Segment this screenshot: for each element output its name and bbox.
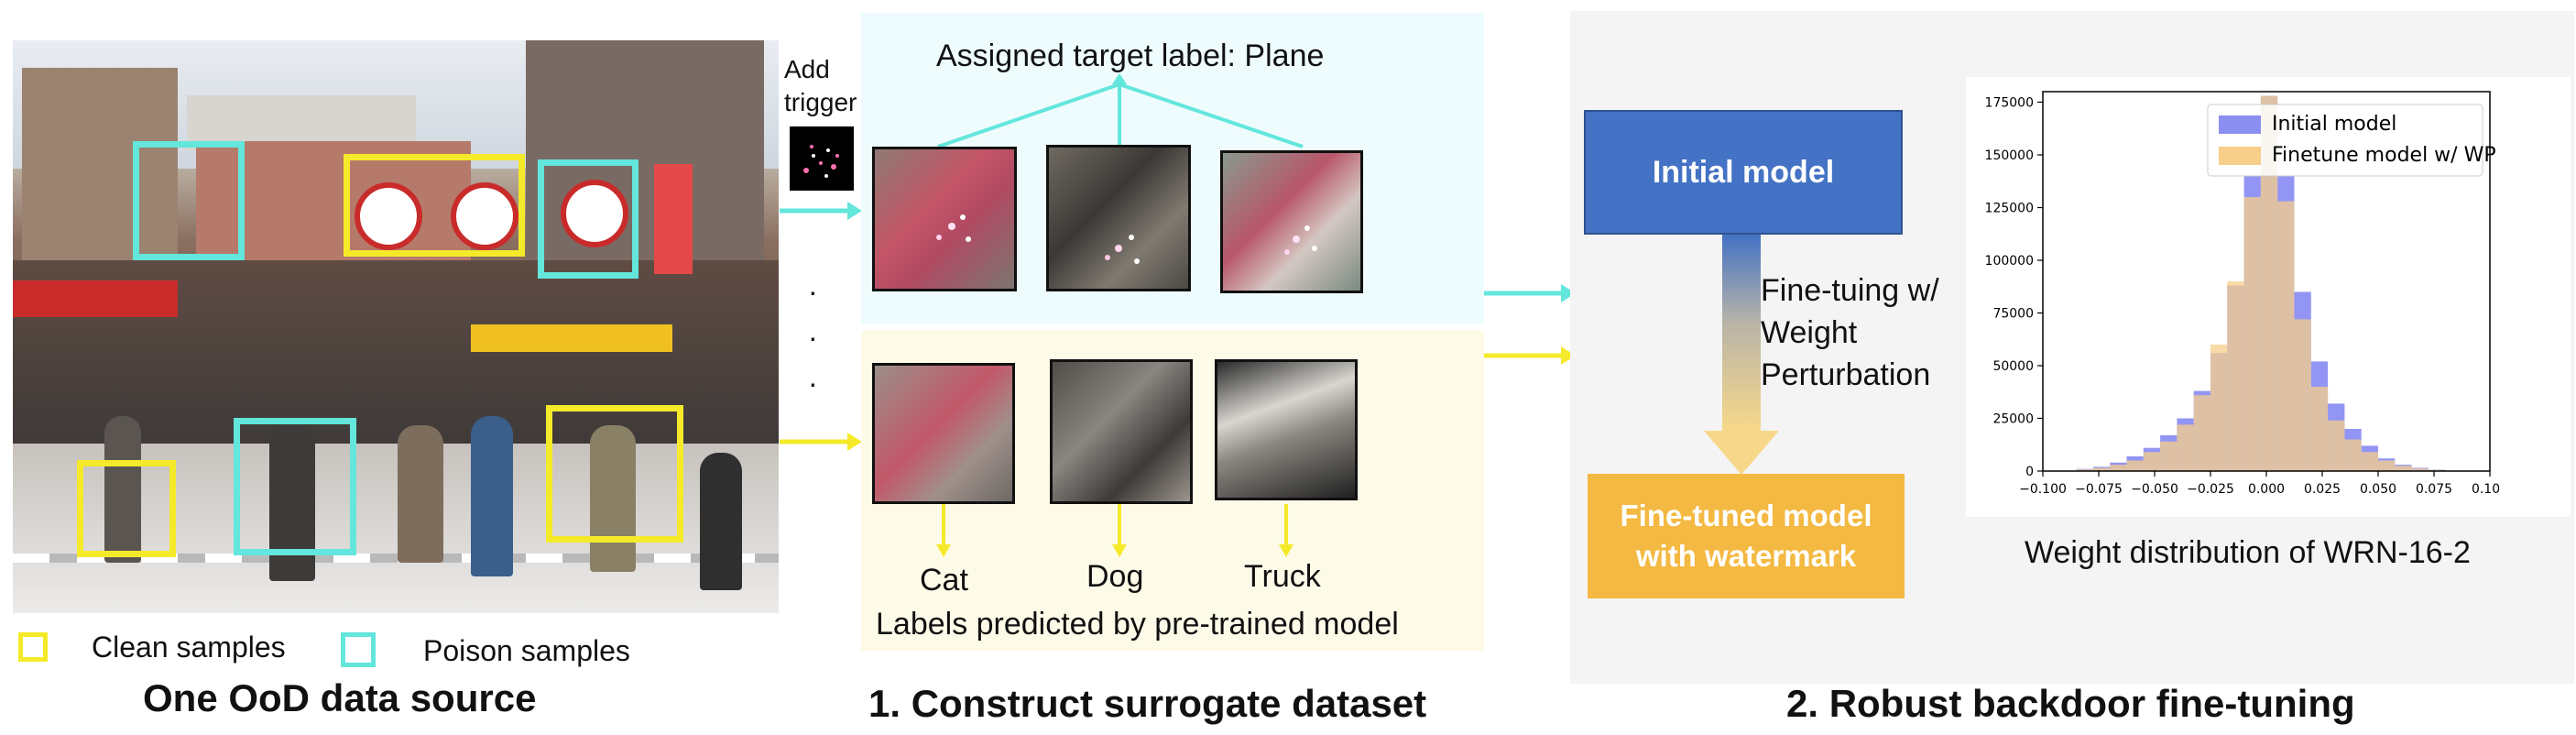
poison-box-3 <box>234 418 356 555</box>
legend-clean-swatch <box>18 632 48 662</box>
left-panel-title: One OoD data source <box>143 676 537 719</box>
poison-box-1 <box>133 141 245 260</box>
poison-patch-2 <box>1046 145 1191 291</box>
street-photo <box>13 40 779 613</box>
photo-arrows <box>780 202 862 451</box>
finetune-arrow <box>1704 235 1779 475</box>
finetune-text-line2: Weight <box>1761 315 1858 350</box>
finetuned-model-box: Fine-tuned model with watermark <box>1588 474 1905 598</box>
finetune-text-line3: Perturbation <box>1761 357 1931 392</box>
target-label: Assigned target label: Plane <box>936 38 1325 73</box>
predicted-label-truck: Truck <box>1244 559 1321 594</box>
clean-box-3 <box>546 405 683 543</box>
predicted-arrows <box>936 504 1293 557</box>
legend-swatch <box>2219 147 2261 165</box>
legend-box <box>2207 104 2483 177</box>
ellipsis-dot: · <box>808 275 818 308</box>
x-tick-label: 0.100 <box>2472 482 2499 497</box>
trigger-pattern-icon <box>790 126 854 191</box>
x-tick-label: 0.075 <box>2416 482 2452 497</box>
x-tick-label: 0.050 <box>2360 482 2396 497</box>
histogram-bar <box>2328 420 2345 471</box>
poison-box-2 <box>538 159 639 279</box>
initial-model-box: Initial model <box>1584 110 1903 235</box>
add-trigger-label-2: trigger <box>784 88 857 116</box>
y-tick-label: 150000 <box>1985 148 2034 163</box>
histogram-bar <box>2126 460 2144 471</box>
poison-patch-3 <box>1220 150 1363 293</box>
histogram-bar <box>2143 452 2161 471</box>
x-tick-label: −0.050 <box>2131 482 2178 497</box>
ellipsis-dot: · <box>808 321 818 354</box>
finetuned-model-line1: Fine-tuned model <box>1620 499 1872 532</box>
histogram-bar <box>2092 467 2111 471</box>
legend-poison-label: Poison samples <box>423 634 630 667</box>
histogram-bar <box>2344 439 2362 471</box>
legend-label: Initial model <box>2272 113 2396 136</box>
x-tick-label: 0.025 <box>2304 482 2341 497</box>
target-arrows <box>937 73 1304 148</box>
histogram-bar <box>2310 387 2329 471</box>
finetuned-model-line2: with watermark <box>1635 539 1857 573</box>
histogram-bar <box>2378 460 2396 471</box>
right-panel-title: 2. Robust backdoor fine-tuning <box>1786 682 2355 725</box>
ellipsis-dot: · <box>808 367 818 400</box>
clean-patch-cat <box>872 363 1015 504</box>
histogram-bar <box>2243 197 2261 471</box>
y-tick-label: 0 <box>2025 465 2034 479</box>
y-tick-label: 175000 <box>1985 96 2034 111</box>
middle-arrows <box>1484 284 1572 365</box>
histogram-bar <box>2294 319 2311 471</box>
x-tick-label: 0.000 <box>2248 482 2285 497</box>
histogram-bar <box>2076 469 2093 471</box>
add-trigger-label-1: Add <box>784 55 830 83</box>
y-tick-label: 25000 <box>1992 412 2034 427</box>
legend-swatch <box>2219 115 2261 134</box>
middle-panel-title: 1. Construct surrogate dataset <box>868 682 1427 725</box>
finetune-text-line1: Fine-tuing w/ <box>1761 273 1939 308</box>
x-tick-label: −0.075 <box>2075 482 2123 497</box>
y-tick-label: 75000 <box>1992 307 2034 322</box>
y-tick-label: 100000 <box>1985 254 2034 269</box>
chart-caption: Weight distribution of WRN-16-2 <box>2025 535 2471 570</box>
histogram-bar <box>2411 468 2429 471</box>
histogram-bar <box>2110 465 2127 471</box>
y-tick-label: 125000 <box>1985 202 2034 216</box>
histogram-bar <box>2193 395 2210 471</box>
histogram-bar <box>2177 424 2194 471</box>
predicted-label-cat: Cat <box>920 563 968 598</box>
clean-box-1 <box>344 154 525 257</box>
histogram-bar <box>2227 281 2244 471</box>
histogram-bar <box>2160 441 2178 471</box>
predicted-label-dog: Dog <box>1086 559 1144 594</box>
legend-poison-swatch <box>341 632 376 667</box>
legend-label: Finetune model w/ WP <box>2272 144 2496 167</box>
predicted-caption: Labels predicted by pre-trained model <box>876 607 1399 642</box>
clean-box-2 <box>77 460 176 557</box>
x-tick-label: −0.025 <box>2187 482 2234 497</box>
clean-patch-truck <box>1215 359 1358 500</box>
histogram-bar <box>2395 466 2412 471</box>
poison-patch-1 <box>872 147 1017 291</box>
clean-patch-dog <box>1050 359 1193 504</box>
x-tick-label: −0.100 <box>2019 482 2067 497</box>
y-tick-label: 50000 <box>1992 359 2034 374</box>
legend-clean-label: Clean samples <box>92 631 286 664</box>
histogram-bar <box>2361 452 2378 471</box>
weight-histogram-chart: −0.100 −0.075 −0.050 −0.025 0.000 0.025 0.050 0… <box>1985 91 2499 497</box>
histogram-bar <box>2277 201 2295 471</box>
histogram-bar <box>2260 95 2278 471</box>
histogram-bar <box>2210 345 2228 471</box>
